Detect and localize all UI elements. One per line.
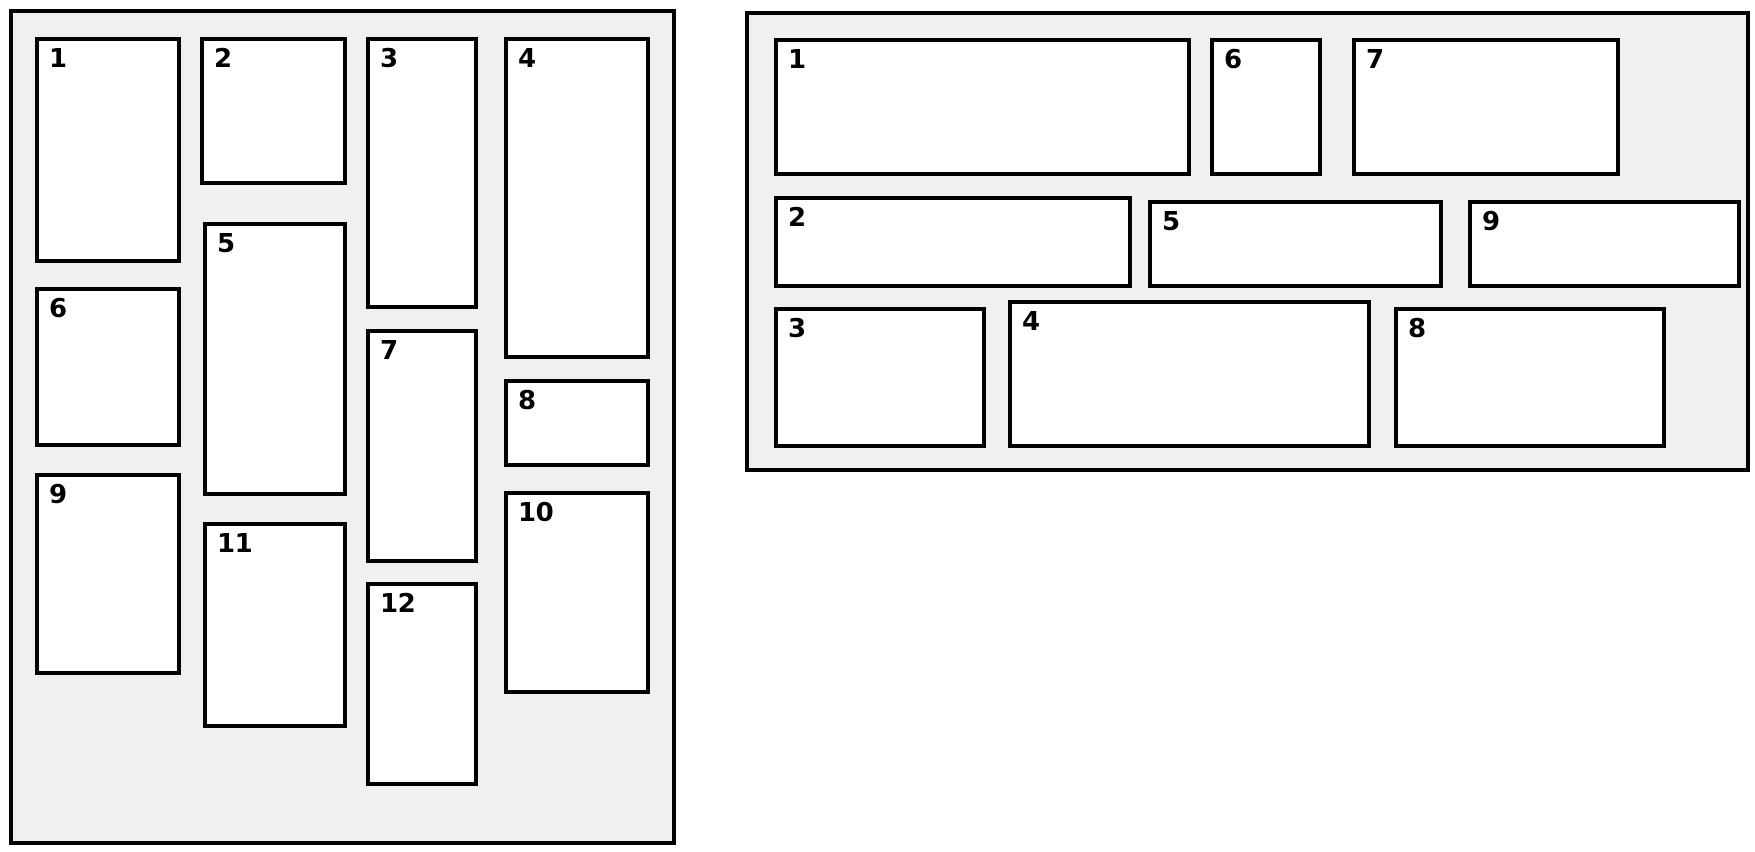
panel-5[interactable]: 5	[203, 222, 347, 496]
panel-number-label: 1	[49, 44, 67, 74]
panel-number-label: 1	[788, 45, 806, 75]
panel-1[interactable]: 1	[35, 37, 181, 263]
panel-number-label: 6	[49, 294, 67, 324]
panel-number-label: 2	[214, 44, 232, 74]
panel-number-label: 9	[1482, 207, 1500, 237]
panel-4[interactable]: 4	[504, 37, 650, 359]
panel-number-label: 5	[217, 229, 235, 259]
panel-7[interactable]: 7	[1352, 38, 1620, 176]
panel-number-label: 2	[788, 203, 806, 233]
panel-number-label: 6	[1224, 45, 1242, 75]
panel-number-label: 5	[1162, 207, 1180, 237]
panel-number-label: 7	[1366, 45, 1384, 75]
panel-3[interactable]: 3	[774, 307, 986, 448]
panel-9[interactable]: 9	[1468, 200, 1741, 288]
panel-number-label: 11	[217, 529, 253, 559]
panel-1[interactable]: 1	[774, 38, 1191, 176]
panel-8[interactable]: 8	[1394, 307, 1666, 448]
panel-6[interactable]: 6	[35, 287, 181, 447]
panel-6[interactable]: 6	[1210, 38, 1322, 176]
panel-number-label: 3	[788, 314, 806, 344]
panel-number-label: 8	[518, 386, 536, 416]
panel-number-label: 3	[380, 44, 398, 74]
panel-9[interactable]: 9	[35, 473, 181, 675]
panel-number-label: 7	[380, 336, 398, 366]
panel-2[interactable]: 2	[774, 196, 1132, 288]
panel-8[interactable]: 8	[504, 379, 650, 467]
panel-number-label: 12	[380, 589, 416, 619]
panel-10[interactable]: 10	[504, 491, 650, 694]
page-right[interactable]: 1 6 7 2 5 9 3 4 8	[745, 11, 1750, 472]
panel-2[interactable]: 2	[200, 37, 347, 185]
panel-4[interactable]: 4	[1008, 300, 1371, 448]
panel-number-label: 10	[518, 498, 554, 528]
panel-12[interactable]: 12	[366, 582, 478, 786]
panel-7[interactable]: 7	[366, 329, 478, 563]
panel-number-label: 8	[1408, 314, 1426, 344]
panel-11[interactable]: 11	[203, 522, 347, 728]
panel-number-label: 9	[49, 480, 67, 510]
panel-number-label: 4	[518, 44, 536, 74]
panel-3[interactable]: 3	[366, 37, 478, 309]
panel-number-label: 4	[1022, 307, 1040, 337]
panel-5[interactable]: 5	[1148, 200, 1443, 288]
